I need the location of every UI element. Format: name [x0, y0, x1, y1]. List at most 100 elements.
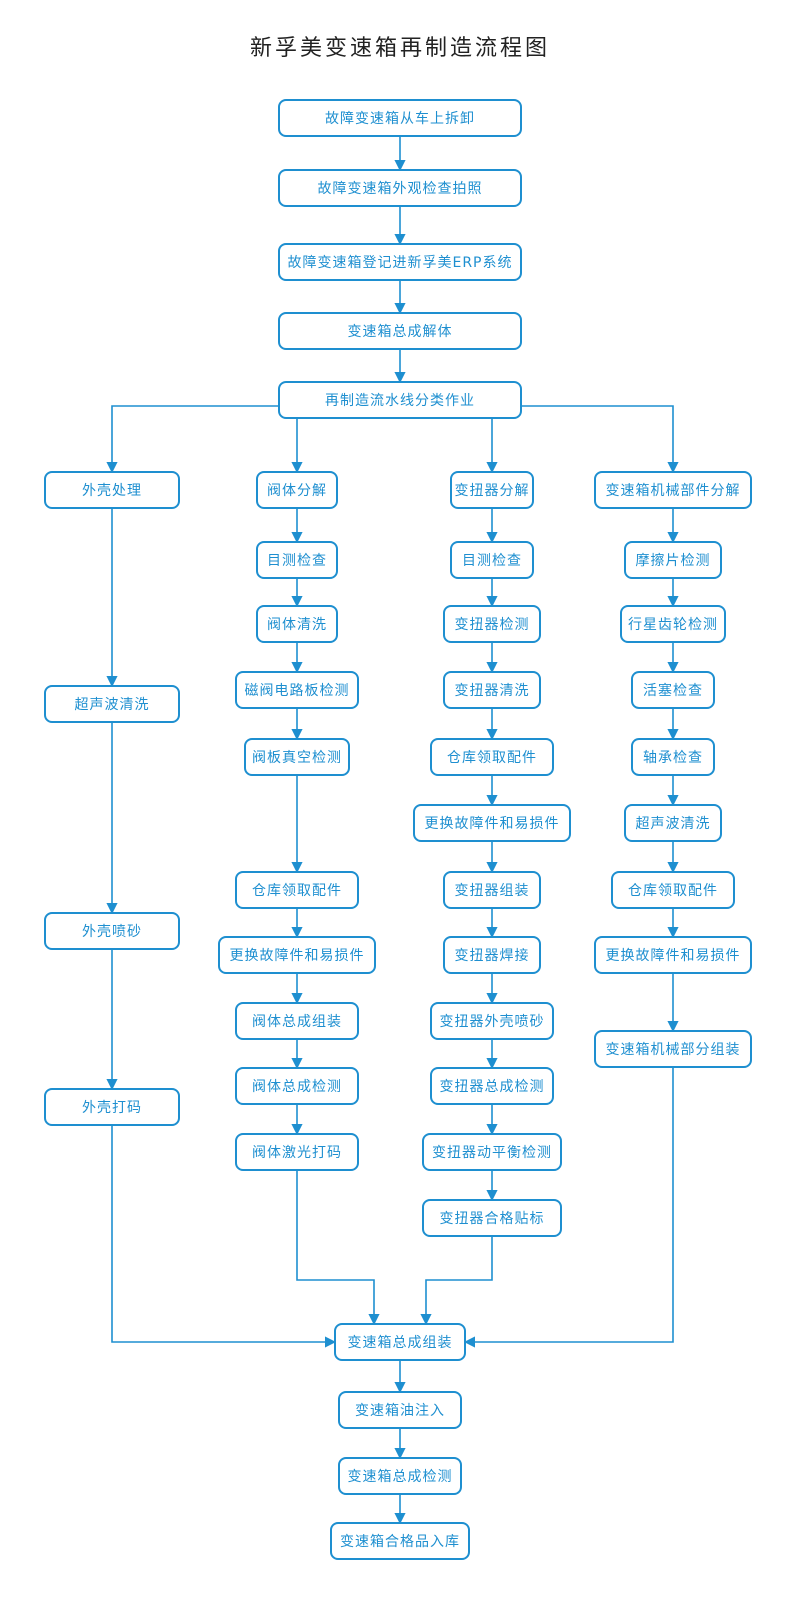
flow-step-label: 外壳喷砂: [82, 923, 142, 940]
flow-step-label: 故障变速箱从车上拆卸: [325, 110, 475, 127]
flow-step-label: 行星齿轮检测: [628, 617, 718, 633]
flow-step-c2: 目测检查: [450, 541, 534, 579]
flow-step-c1: 变扭器分解: [450, 471, 534, 509]
connector-a4-e1: [111, 1125, 337, 1348]
flow-step-c11: 变扭器动平衡检测: [422, 1133, 562, 1171]
flow-step-box: [624, 541, 722, 579]
flow-step-b6: 仓库领取配件: [235, 871, 359, 909]
flow-step-label: 变扭器组装: [455, 883, 530, 899]
flow-step-box: [44, 471, 180, 509]
flow-step-c4: 变扭器清洗: [443, 671, 541, 709]
flow-steps: 故障变速箱从车上拆卸故障变速箱外观检查拍照故障变速箱登记进新孚美ERP系统变速箱…: [44, 99, 752, 1560]
connector-c12-e1: [420, 1236, 493, 1326]
flow-step-box: [631, 671, 715, 709]
flow-step-box: [430, 1067, 554, 1105]
flow-step-d9: 变速箱机械部分组装: [594, 1030, 752, 1068]
flow-step-c3: 变扭器检测: [443, 605, 541, 643]
flow-step-box: [256, 605, 338, 643]
flow-step-box: [278, 381, 522, 419]
flow-step-label: 外壳打码: [82, 1099, 142, 1116]
flow-step-box: [430, 1002, 554, 1040]
connector-n5-a1: [106, 405, 279, 474]
flow-step-label: 变速箱机械部件分解: [606, 483, 741, 499]
flow-step-label: 磁阀电路板检测: [245, 683, 350, 699]
flow-step-d3: 行星齿轮检测: [620, 605, 726, 643]
flow-step-box: [278, 243, 522, 281]
flow-step-box: [278, 312, 522, 350]
flow-step-b4: 磁阀电路板检测: [235, 671, 359, 709]
flow-step-box: [235, 671, 359, 709]
flow-step-box: [422, 1199, 562, 1237]
flow-step-label: 再制造流水线分类作业: [325, 393, 475, 409]
flow-step-box: [244, 738, 350, 776]
flow-step-n5: 再制造流水线分类作业: [278, 381, 522, 419]
flow-step-c8: 变扭器焊接: [443, 936, 541, 974]
flow-step-label: 变扭器外壳喷砂: [440, 1013, 545, 1030]
flow-step-e2: 变速箱油注入: [338, 1391, 462, 1429]
flow-step-box: [338, 1457, 462, 1495]
flow-step-label: 变扭器总成检测: [440, 1079, 545, 1095]
flow-step-label: 变扭器分解: [455, 483, 530, 499]
flow-step-b7: 更换故障件和易损件: [218, 936, 376, 974]
flow-step-b2: 目测检查: [256, 541, 338, 579]
flow-step-b1: 阀体分解: [256, 471, 338, 509]
flow-step-box: [443, 936, 541, 974]
flow-step-label: 阀体清洗: [267, 617, 327, 633]
flow-step-c6: 更换故障件和易损件: [413, 804, 571, 842]
flow-step-label: 活塞检查: [643, 682, 703, 699]
flow-step-box: [334, 1323, 466, 1361]
flow-step-d5: 轴承检查: [631, 738, 715, 776]
flow-step-label: 目测检查: [267, 553, 327, 569]
flow-step-label: 变扭器清洗: [455, 683, 530, 699]
flow-step-box: [450, 541, 534, 579]
flow-step-b8: 阀体总成组装: [235, 1002, 359, 1040]
flow-step-e4: 变速箱合格品入库: [330, 1522, 470, 1560]
flow-step-label: 摩擦片检测: [636, 552, 711, 569]
flow-step-box: [594, 1030, 752, 1068]
flow-step-e1: 变速箱总成组装: [334, 1323, 466, 1361]
flow-step-n2: 故障变速箱外观检查拍照: [278, 169, 522, 207]
flow-step-box: [235, 1002, 359, 1040]
flow-step-b9: 阀体总成检测: [235, 1067, 359, 1105]
flow-step-label: 变速箱机械部分组装: [606, 1042, 741, 1058]
flow-step-c9: 变扭器外壳喷砂: [430, 1002, 554, 1040]
flow-step-box: [631, 738, 715, 776]
flow-step-box: [235, 1133, 359, 1171]
flow-step-label: 变速箱合格品入库: [340, 1534, 460, 1550]
flow-step-box: [422, 1133, 562, 1171]
flow-step-label: 更换故障件和易损件: [230, 947, 365, 964]
flow-step-box: [278, 169, 522, 207]
flow-step-label: 变扭器焊接: [455, 947, 530, 964]
flow-step-label: 阀体分解: [267, 483, 327, 499]
flow-step-box: [443, 605, 541, 643]
flow-step-label: 仓库领取配件: [252, 883, 342, 899]
flow-step-box: [430, 738, 554, 776]
flow-step-a1: 外壳处理: [44, 471, 180, 509]
flow-step-n3: 故障变速箱登记进新孚美ERP系统: [278, 243, 522, 281]
flow-step-label: 变速箱总成解体: [348, 324, 453, 340]
flow-step-box: [594, 936, 752, 974]
flow-step-box: [450, 471, 534, 509]
flow-connectors: [106, 136, 679, 1525]
flow-step-box: [235, 1067, 359, 1105]
flow-step-box: [235, 871, 359, 909]
flow-step-label: 更换故障件和易损件: [425, 815, 560, 832]
flow-step-label: 仓库领取配件: [628, 883, 718, 899]
flow-step-box: [624, 804, 722, 842]
flow-step-d7: 仓库领取配件: [611, 871, 735, 909]
flow-step-label: 阀板真空检测: [252, 750, 342, 766]
flow-step-label: 变速箱总成组装: [348, 1335, 453, 1351]
flow-step-label: 变速箱总成检测: [348, 1469, 453, 1485]
flow-step-d4: 活塞检查: [631, 671, 715, 709]
flow-step-b10: 阀体激光打码: [235, 1133, 359, 1171]
connector-d9-e1: [463, 1067, 674, 1348]
flow-step-label: 故障变速箱登记进新孚美ERP系统: [287, 255, 512, 271]
flow-step-box: [443, 671, 541, 709]
flow-step-d8: 更换故障件和易损件: [594, 936, 752, 974]
flow-step-box: [44, 912, 180, 950]
flow-step-d2: 摩擦片检测: [624, 541, 722, 579]
flow-step-a3: 外壳喷砂: [44, 912, 180, 950]
flow-step-e3: 变速箱总成检测: [338, 1457, 462, 1495]
flow-step-label: 目测检查: [462, 553, 522, 569]
